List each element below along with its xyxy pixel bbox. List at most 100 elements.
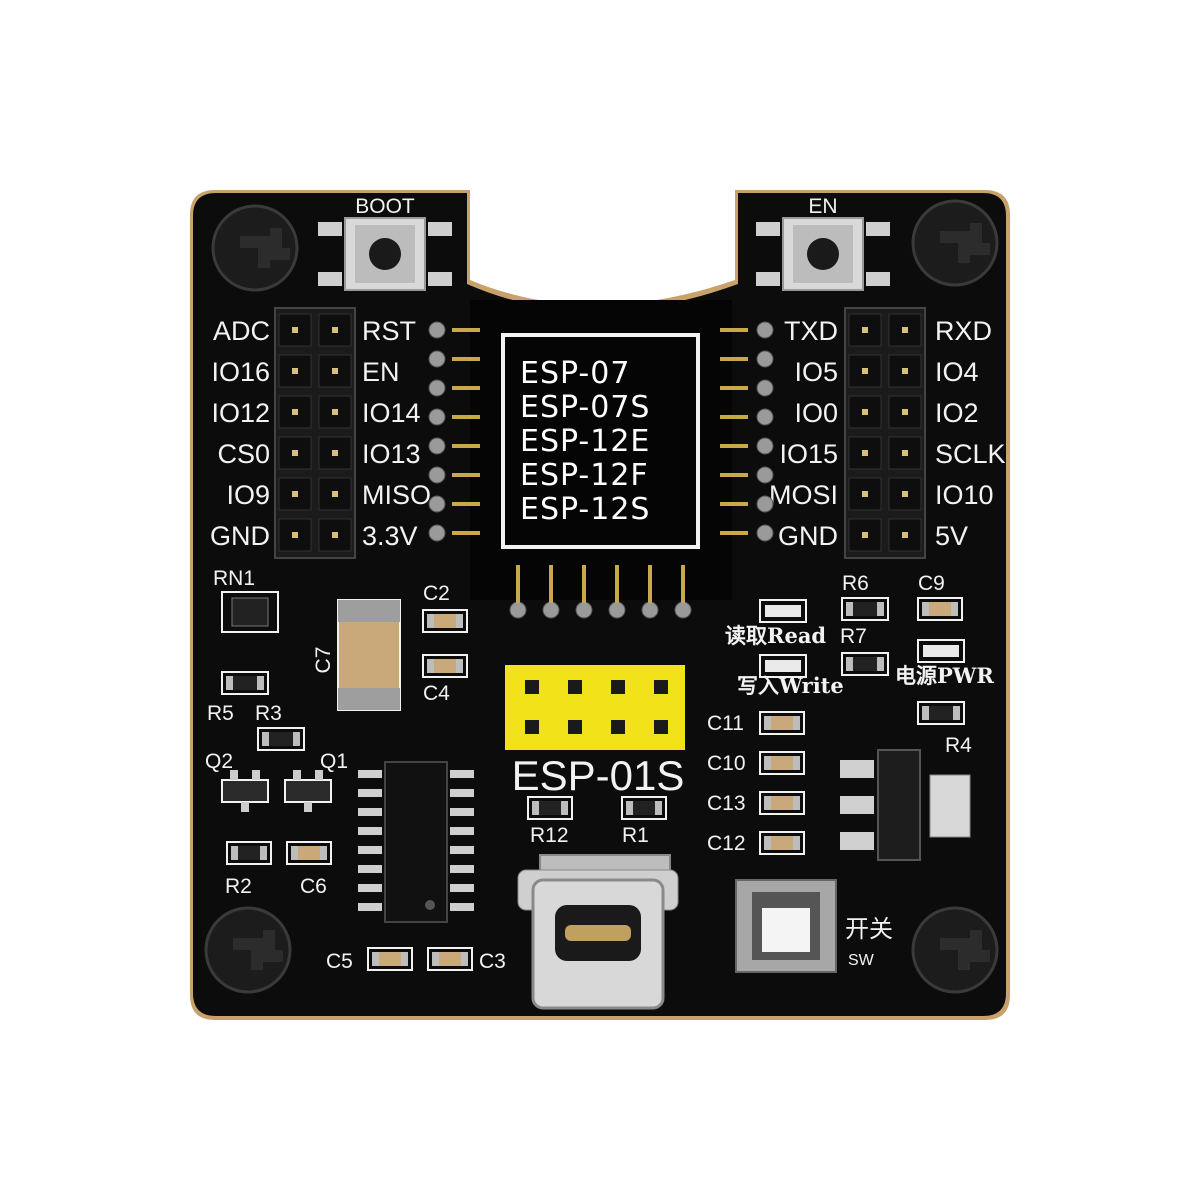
r12-component: [527, 796, 573, 820]
q1-transistor: [284, 770, 332, 812]
pogo-pin: [428, 350, 446, 368]
header-pin: [902, 409, 908, 415]
r6-label: R6: [842, 572, 869, 595]
r3-component: [257, 727, 305, 751]
en-button-label: EN: [808, 195, 837, 218]
header-pin: [862, 491, 868, 497]
c10-label: C10: [707, 752, 746, 775]
esp01s-label: ESP-01S: [512, 752, 685, 799]
r7-component: [841, 652, 889, 676]
pogo-pin: [575, 601, 593, 619]
r7-label: R7: [840, 625, 867, 648]
right-header-right-label-0: RXD: [935, 316, 992, 346]
header-pin: [332, 491, 338, 497]
pogo-pin: [428, 321, 446, 339]
module-name-line: ESP-12E: [520, 424, 650, 459]
boot-button[interactable]: [344, 217, 426, 291]
c3-label: C3: [479, 950, 506, 973]
c9-label: C9: [918, 572, 945, 595]
header-pin: [292, 409, 298, 415]
q2-label: Q2: [205, 750, 233, 773]
pogo-pin: [756, 350, 774, 368]
read-led: [759, 599, 807, 623]
header-pin: [292, 532, 298, 538]
left-header-left-label-4: IO9: [226, 480, 270, 510]
c2-component: [422, 609, 468, 633]
pogo-pin: [509, 601, 527, 619]
pogo-pin: [756, 408, 774, 426]
socket-hole: [525, 680, 539, 694]
header-pin: [332, 409, 338, 415]
switch-cn-label: 开关: [845, 916, 893, 943]
pogo-pin: [428, 495, 446, 513]
right-header-left-label-0: TXD: [784, 316, 838, 346]
c13-component: [759, 791, 805, 815]
right-header-right-label-3: SCLK: [935, 439, 1006, 469]
rn1-resistor-network: [221, 591, 279, 633]
right-header-left-label-4: MOSI: [769, 480, 838, 510]
header-pin: [902, 450, 908, 456]
c5-label: C5: [326, 950, 353, 973]
led-power-label: 电源PWR: [895, 663, 994, 688]
pogo-pin: [756, 466, 774, 484]
header-pin: [862, 409, 868, 415]
c11-label: C11: [707, 712, 744, 735]
pogo-pin: [756, 379, 774, 397]
pogo-pin: [542, 601, 560, 619]
socket-hole: [568, 680, 582, 694]
r2-label: R2: [225, 875, 252, 898]
left-header-left-label-2: IO12: [211, 398, 270, 428]
left-pin-header: [274, 307, 356, 559]
right-header-left-label-5: GND: [778, 521, 838, 551]
pogo-pin: [756, 524, 774, 542]
header-pin: [292, 368, 298, 374]
module-name-line: ESP-12F: [520, 458, 649, 493]
c11-component: [759, 711, 805, 735]
left-header-right-label-5: 3.3V: [362, 521, 418, 551]
header-pin: [332, 450, 338, 456]
header-pin: [862, 327, 868, 333]
c9-component: [917, 597, 963, 621]
header-pin: [292, 491, 298, 497]
r1-component: [621, 796, 667, 820]
r1-label: R1: [622, 824, 649, 847]
screw-bottom-right-icon: [911, 906, 999, 994]
header-pin: [862, 532, 868, 538]
left-header-left-label-0: ADC: [213, 316, 270, 346]
power-switch[interactable]: [735, 879, 837, 973]
right-pin-header: [844, 307, 926, 559]
pogo-pin: [428, 437, 446, 455]
left-header-right-label-2: IO14: [362, 398, 421, 428]
esp01s-socket: [505, 665, 685, 750]
voltage-regulator: [840, 749, 971, 861]
c4-label: C4: [423, 682, 450, 705]
pogo-pin: [674, 601, 692, 619]
left-header-left-label-3: CS0: [217, 439, 270, 469]
module-name-line: ESP-12S: [520, 492, 650, 527]
rn1-label: RN1: [213, 567, 255, 590]
header-pin: [862, 450, 868, 456]
screw-bottom-left-icon: [204, 906, 292, 994]
pogo-pin: [608, 601, 626, 619]
header-pin: [902, 327, 908, 333]
socket-hole: [611, 720, 625, 734]
c10-component: [759, 751, 805, 775]
header-pin: [292, 327, 298, 333]
screw-top-left-icon: [211, 204, 299, 292]
left-header-left-label-1: IO16: [211, 357, 270, 387]
left-header-right-label-0: RST: [362, 316, 416, 346]
boot-label: BOOT: [355, 195, 415, 218]
r2-component: [226, 841, 272, 865]
en-button[interactable]: [782, 217, 864, 291]
right-header-left-label-1: IO5: [794, 357, 838, 387]
pogo-pin: [756, 495, 774, 513]
r5-label: R5: [207, 702, 234, 725]
r4-label: R4: [945, 734, 972, 757]
pogo-pin: [428, 379, 446, 397]
pogo-pin: [756, 437, 774, 455]
usb-c-connector[interactable]: [517, 854, 679, 1010]
header-pin: [902, 532, 908, 538]
c7-capacitor: [337, 599, 401, 711]
